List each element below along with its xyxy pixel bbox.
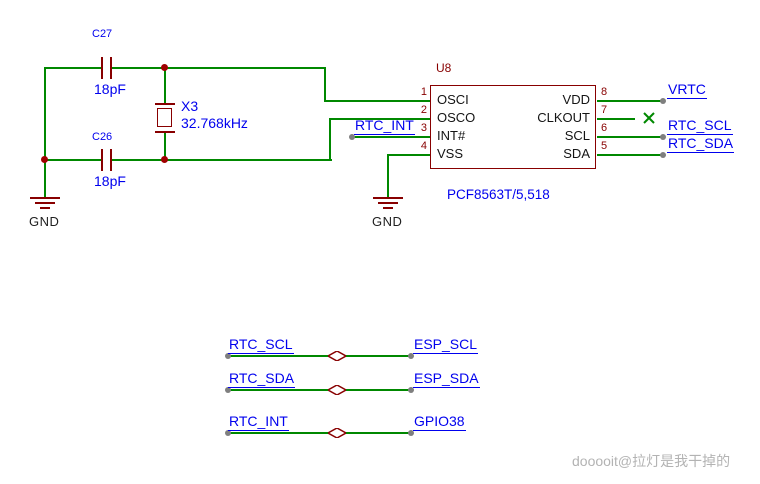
wire[interactable]: [164, 133, 166, 160]
wire[interactable]: [324, 67, 326, 102]
port-dot: [408, 387, 414, 393]
port-dot: [660, 152, 666, 158]
pin-name-int: INT#: [437, 128, 466, 143]
port-dot: [225, 387, 231, 393]
wire[interactable]: [597, 118, 635, 120]
pin-name-clkout: CLKOUT: [537, 110, 590, 125]
net-label-rtc-sda[interactable]: RTC_SDA: [667, 135, 735, 153]
gnd-symbol-icon[interactable]: [383, 207, 393, 209]
wire[interactable]: [597, 154, 663, 156]
wire[interactable]: [597, 100, 663, 102]
pin-number-3: 3: [420, 122, 427, 134]
pin-name-sda: SDA: [563, 146, 590, 161]
wire[interactable]: [112, 159, 332, 161]
wire[interactable]: [228, 389, 328, 391]
pin-name-osci: OSCI: [437, 92, 469, 107]
capacitor-value[interactable]: 18pF: [94, 173, 126, 189]
port-dot: [408, 353, 414, 359]
net-label-rtc-sda-tie[interactable]: RTC_SDA: [228, 370, 296, 388]
wire[interactable]: [387, 154, 389, 198]
wire[interactable]: [228, 432, 328, 434]
pin-name-scl: SCL: [564, 128, 590, 143]
pin-number-8: 8: [601, 86, 608, 98]
net-label-vrtc[interactable]: VRTC: [667, 81, 707, 99]
crystal-body-icon[interactable]: [157, 108, 172, 127]
capacitor-plate-icon[interactable]: [101, 57, 103, 79]
gnd-symbol-icon[interactable]: [378, 202, 398, 204]
capacitor-plate-icon[interactable]: [101, 149, 103, 171]
wire[interactable]: [329, 118, 430, 120]
junction-dot: [161, 64, 168, 71]
wire[interactable]: [45, 67, 101, 69]
net-label-esp-scl[interactable]: ESP_SCL: [413, 336, 479, 354]
net-label-gpio38[interactable]: GPIO38: [413, 413, 466, 431]
wire[interactable]: [346, 355, 411, 357]
ic-refdes[interactable]: U8: [436, 61, 452, 75]
capacitor-ref[interactable]: C27: [92, 28, 113, 40]
pin-name-vdd: VDD: [562, 92, 590, 107]
pin-number-6: 6: [601, 122, 608, 134]
pin-number-7: 7: [601, 104, 608, 116]
wire[interactable]: [329, 118, 331, 161]
gnd-symbol-icon[interactable]: [40, 207, 50, 209]
wire[interactable]: [44, 67, 46, 198]
net-label-rtc-int[interactable]: RTC_INT: [354, 117, 415, 135]
wire[interactable]: [388, 154, 430, 156]
crystal-ref[interactable]: X3: [181, 98, 199, 114]
pin-number-4: 4: [420, 140, 427, 152]
wire[interactable]: [164, 67, 166, 104]
capacitor-plate-icon[interactable]: [110, 149, 112, 171]
net-tie-diamond-icon[interactable]: [328, 351, 346, 361]
wire[interactable]: [346, 389, 411, 391]
pin-name-osco: OSCO: [437, 110, 476, 125]
net-label-rtc-int-tie[interactable]: RTC_INT: [228, 413, 289, 431]
port-dot: [349, 134, 355, 140]
junction-dot: [161, 156, 168, 163]
net-tie-diamond-icon[interactable]: [328, 385, 346, 395]
port-dot: [225, 353, 231, 359]
pin-number-2: 2: [420, 104, 427, 116]
ic-body[interactable]: [430, 85, 596, 169]
pin-name-vss: VSS: [437, 146, 464, 161]
net-label-rtc-scl-tie[interactable]: RTC_SCL: [228, 336, 294, 354]
port-dot: [408, 430, 414, 436]
watermark-text: dooooit@拉灯是我干掉的: [572, 453, 731, 469]
net-label-esp-sda[interactable]: ESP_SDA: [413, 370, 480, 388]
net-label-rtc-scl[interactable]: RTC_SCL: [667, 117, 733, 135]
ic-part-number[interactable]: PCF8563T/5,518: [447, 187, 550, 202]
wire[interactable]: [45, 159, 101, 161]
wire[interactable]: [324, 100, 430, 102]
net-tie-diamond-icon[interactable]: [328, 428, 346, 438]
gnd-label[interactable]: GND: [372, 214, 403, 229]
gnd-symbol-icon[interactable]: [35, 202, 55, 204]
gnd-symbol-icon[interactable]: [373, 197, 403, 199]
pin-number-1: 1: [420, 86, 427, 98]
wire[interactable]: [352, 136, 430, 138]
wire[interactable]: [112, 67, 326, 69]
capacitor-ref[interactable]: C26: [92, 131, 113, 143]
gnd-label[interactable]: GND: [29, 214, 60, 229]
crystal-plate-icon[interactable]: [155, 131, 175, 133]
wire[interactable]: [346, 432, 411, 434]
port-dot: [660, 98, 666, 104]
crystal-value[interactable]: 32.768kHz: [181, 115, 248, 131]
capacitor-value[interactable]: 18pF: [94, 81, 126, 97]
port-dot: [660, 134, 666, 140]
junction-dot: [41, 156, 48, 163]
pin-number-5: 5: [601, 140, 608, 152]
wire[interactable]: [597, 136, 663, 138]
crystal-plate-icon[interactable]: [155, 103, 175, 105]
no-connect-icon[interactable]: [641, 110, 657, 126]
port-dot: [225, 430, 231, 436]
wire[interactable]: [228, 355, 328, 357]
gnd-symbol-icon[interactable]: [30, 197, 60, 199]
capacitor-plate-icon[interactable]: [110, 57, 112, 79]
